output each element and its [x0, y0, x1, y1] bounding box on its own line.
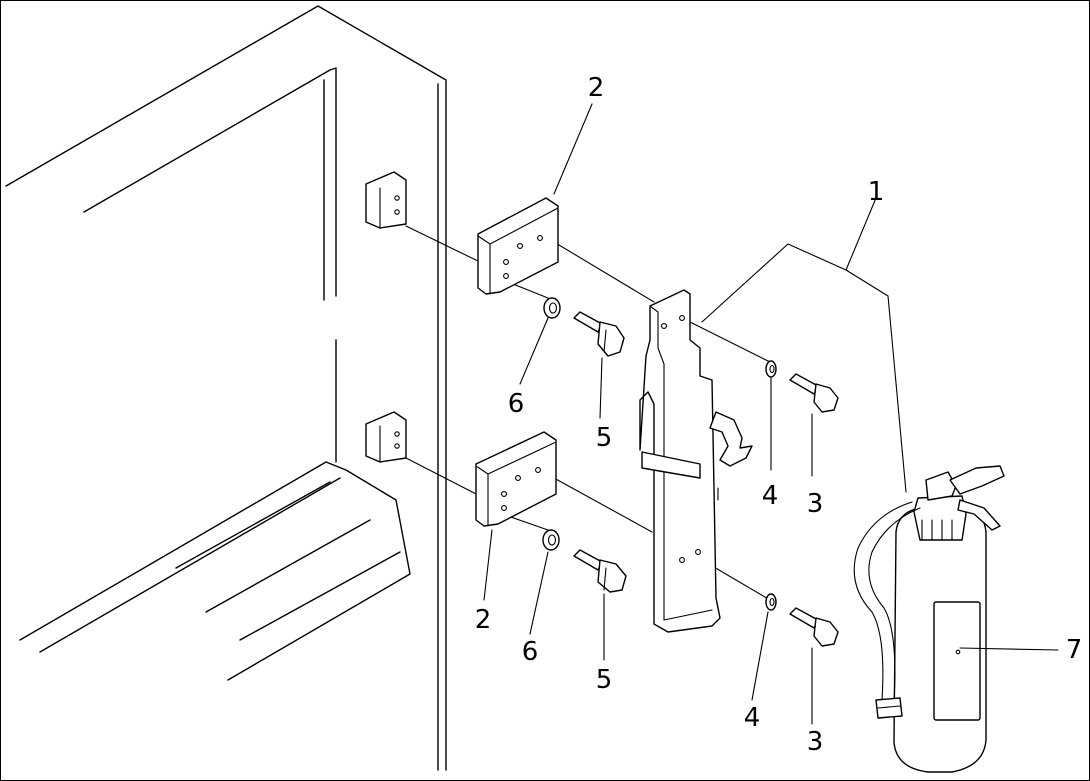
fire-extinguisher — [853, 465, 1005, 773]
callout-leaders — [483, 103, 1059, 725]
bracket-lower — [475, 431, 557, 527]
washer-left-upper — [543, 297, 561, 319]
callout-bracket-upper: 2 — [588, 73, 605, 103]
wall-block-lower — [365, 411, 407, 463]
holder-plate — [639, 289, 753, 633]
label-plate — [933, 601, 981, 721]
bolt-left-lower — [573, 549, 627, 593]
washer-left-lower — [542, 529, 560, 551]
washer-right-lower — [765, 593, 777, 611]
callout-washer-right-lower: 4 — [744, 703, 761, 733]
wall-block-upper — [365, 171, 407, 229]
bolt-right-upper — [789, 373, 839, 413]
callout-washer-left-lower: 6 — [522, 637, 539, 667]
callout-washer-right-upper: 4 — [762, 481, 779, 511]
callout-label-plate: 7 — [1066, 635, 1083, 665]
bolt-left-upper — [573, 311, 625, 357]
callout-washer-left-upper: 6 — [508, 389, 525, 419]
callout-extinguisher: 1 — [868, 177, 885, 207]
cab-wall — [5, 5, 447, 771]
callout-bolt-right-upper: 3 — [807, 489, 824, 519]
washer-right-upper — [765, 360, 777, 378]
callout-bracket-lower: 2 — [475, 605, 492, 635]
callout-bolt-left-lower: 5 — [596, 665, 613, 695]
callout-bolt-right-lower: 3 — [807, 727, 824, 757]
bolt-right-lower — [789, 607, 839, 647]
callout-bolt-left-upper: 5 — [596, 423, 613, 453]
bracket-upper — [477, 197, 559, 295]
